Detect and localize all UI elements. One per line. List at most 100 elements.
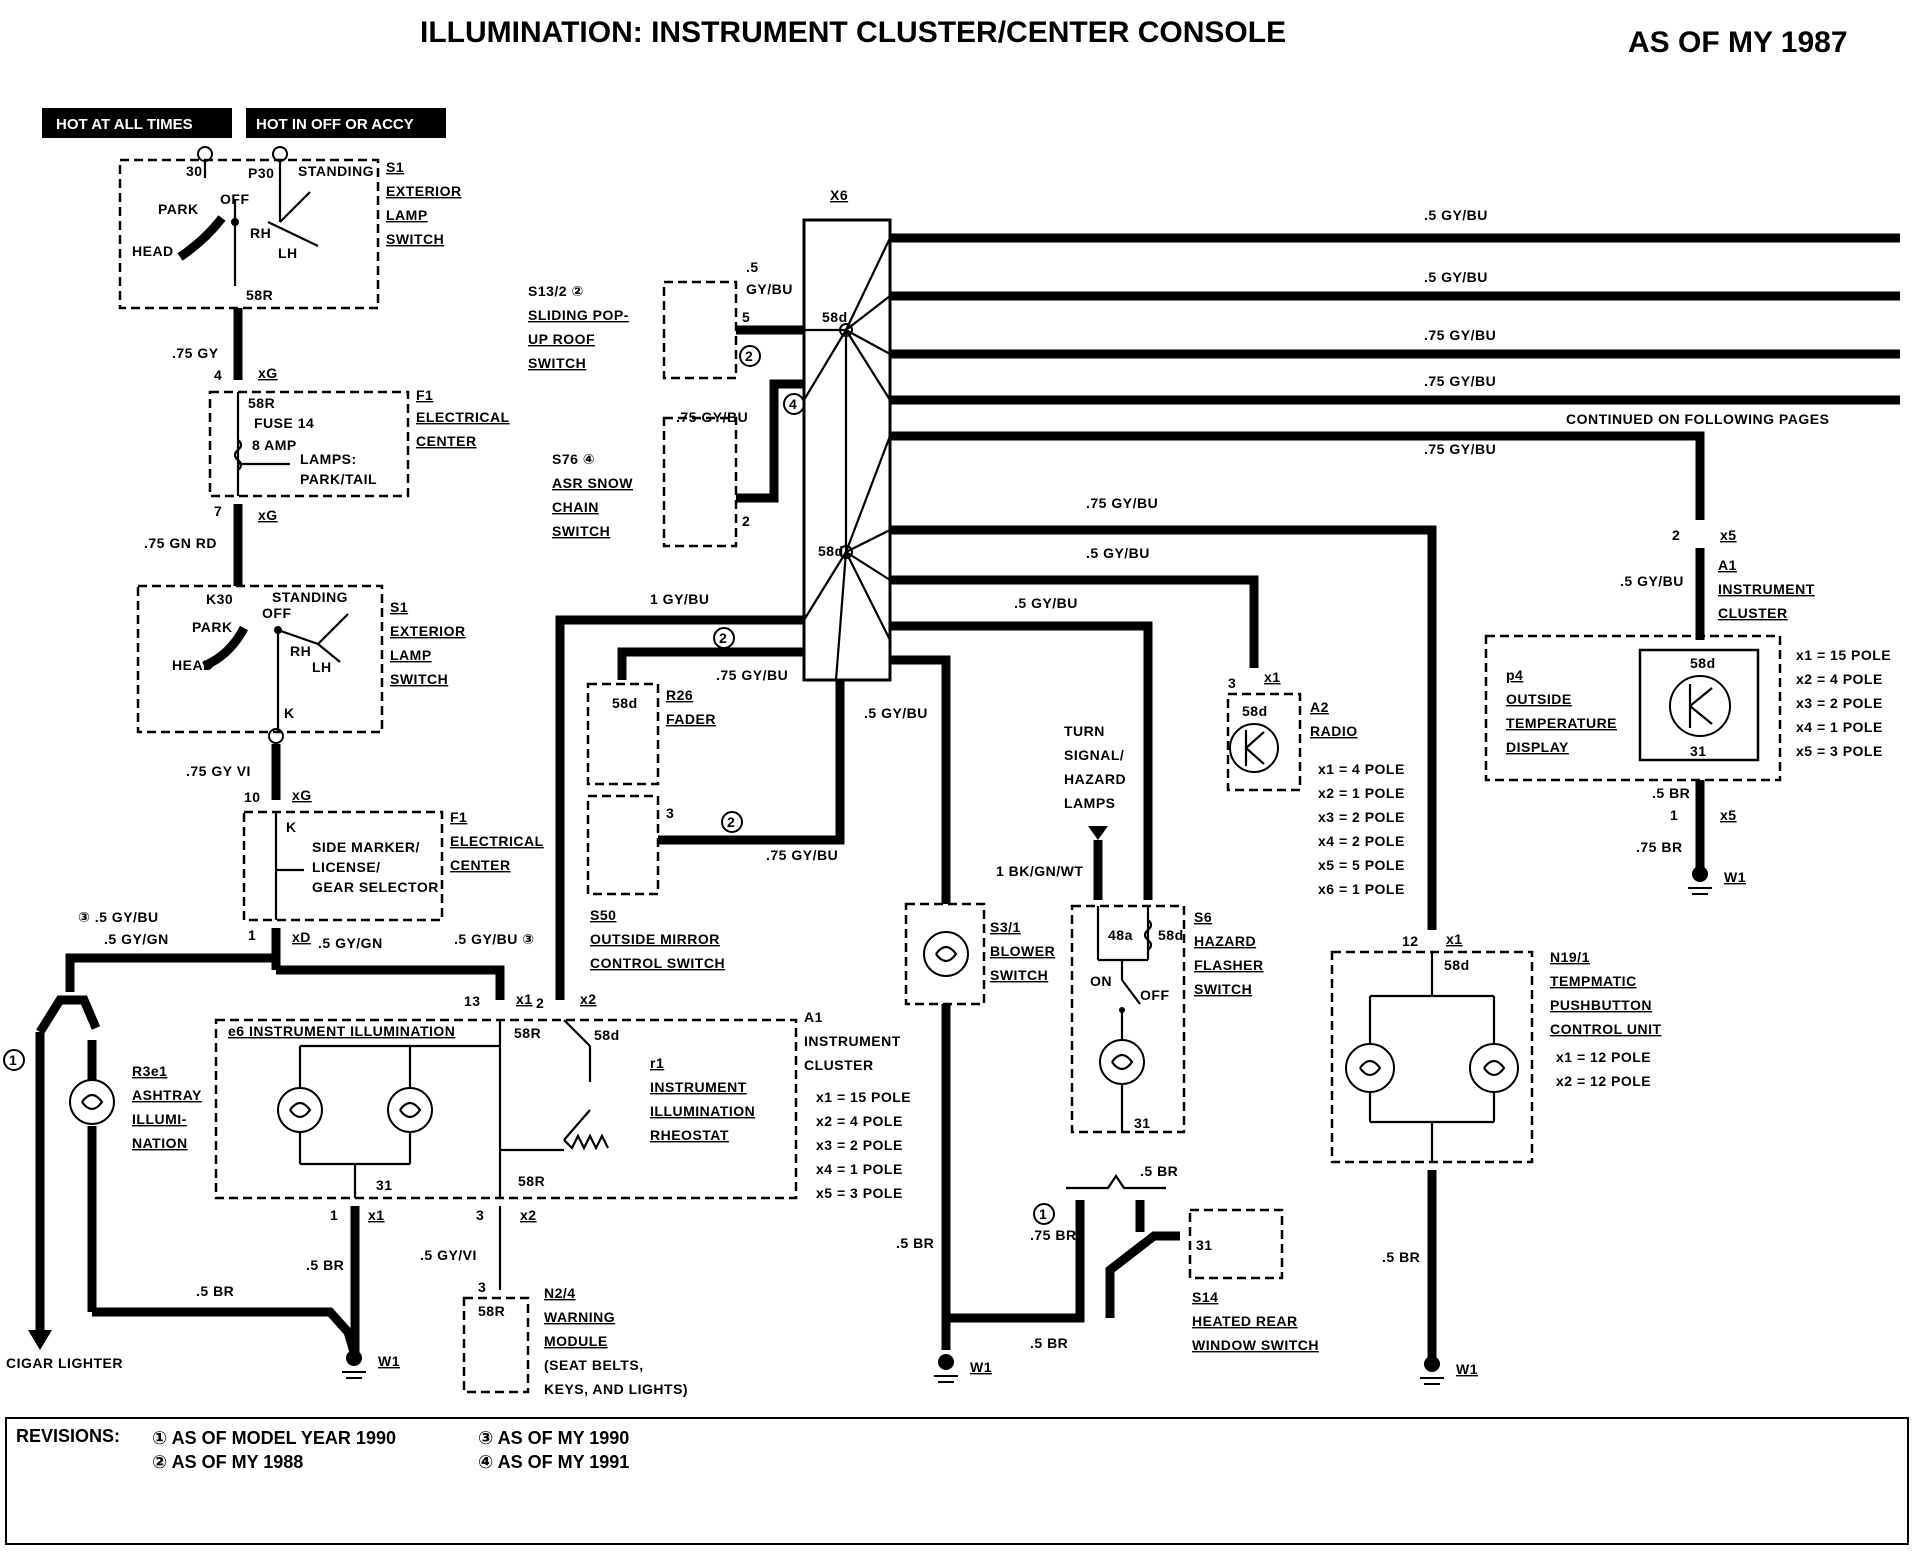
svg-text:RH: RH <box>290 643 311 659</box>
svg-text:SWITCH: SWITCH <box>990 967 1048 983</box>
svg-text:N19/1: N19/1 <box>1550 949 1590 965</box>
svg-text:CHAIN: CHAIN <box>552 499 599 515</box>
svg-text:58d: 58d <box>1242 703 1268 719</box>
svg-text:.75 GY/BU: .75 GY/BU <box>1424 441 1496 457</box>
svg-text:xD: xD <box>292 929 311 945</box>
svg-text:2: 2 <box>742 513 750 529</box>
svg-text:F1: F1 <box>450 809 467 825</box>
svg-text:3: 3 <box>1228 675 1236 691</box>
svg-text:3: 3 <box>478 1279 486 1295</box>
component-a2: 58d 3 x1 A2 RADIO x1 = 4 POLE x2 = 1 POL… <box>1226 669 1405 897</box>
svg-text:ELECTRICAL: ELECTRICAL <box>416 409 510 425</box>
svg-text:3: 3 <box>666 805 674 821</box>
revisions-heading: REVISIONS: <box>16 1426 120 1446</box>
svg-text:.75 GY/BU: .75 GY/BU <box>676 409 748 425</box>
svg-text:x4 = 1 POLE: x4 = 1 POLE <box>816 1161 903 1177</box>
svg-text:MODULE: MODULE <box>544 1333 608 1349</box>
svg-text:TEMPMATIC: TEMPMATIC <box>1550 973 1637 989</box>
svg-text:.75 BR: .75 BR <box>1030 1227 1077 1243</box>
svg-text:.75 GY/BU: .75 GY/BU <box>766 847 838 863</box>
svg-text:WARNING: WARNING <box>544 1309 615 1325</box>
svg-text:1: 1 <box>248 927 256 943</box>
svg-text:ON: ON <box>1090 973 1112 989</box>
svg-text:1: 1 <box>1039 1206 1047 1222</box>
svg-text:ILLUMINATION: ILLUMINATION <box>650 1103 755 1119</box>
svg-text:58R: 58R <box>248 395 275 411</box>
svg-text:.5 BR: .5 BR <box>1140 1163 1178 1179</box>
svg-text:OUTSIDE MIRROR: OUTSIDE MIRROR <box>590 931 720 947</box>
svg-text:x2 = 4 POLE: x2 = 4 POLE <box>816 1113 903 1129</box>
svg-text:58R: 58R <box>478 1303 505 1319</box>
svg-text:PARK/TAIL: PARK/TAIL <box>300 471 377 487</box>
svg-text:.75 GY/BU: .75 GY/BU <box>1424 327 1496 343</box>
svg-text:7: 7 <box>214 503 222 519</box>
svg-text:13: 13 <box>464 993 481 1009</box>
svg-text:.5 GY/VI: .5 GY/VI <box>420 1247 477 1263</box>
svg-text:FLASHER: FLASHER <box>1194 957 1264 973</box>
svg-text:P30: P30 <box>248 165 274 181</box>
svg-text:ILLUMI-: ILLUMI- <box>132 1111 187 1127</box>
svg-text:W1: W1 <box>1724 869 1746 885</box>
svg-text:58d: 58d <box>612 695 638 711</box>
svg-text:4: 4 <box>789 396 797 412</box>
svg-text:x1: x1 <box>516 991 533 1007</box>
svg-text:5: 5 <box>742 309 750 325</box>
svg-text:STANDING: STANDING <box>298 163 374 179</box>
svg-text:.5 BR: .5 BR <box>896 1235 934 1251</box>
svg-text:.5 GY/BU: .5 GY/BU <box>1014 595 1078 611</box>
svg-text:PUSHBUTTON: PUSHBUTTON <box>1550 997 1652 1013</box>
svg-text:58d: 58d <box>1444 957 1470 973</box>
ground-w1-center: W1 <box>934 1354 992 1383</box>
svg-text:x1: x1 <box>1446 931 1463 947</box>
ground-w1-far-right: W1 <box>1688 866 1746 895</box>
svg-text:x3 = 2 POLE: x3 = 2 POLE <box>1318 809 1405 825</box>
svg-text:31: 31 <box>376 1177 393 1193</box>
svg-text:EXTERIOR: EXTERIOR <box>386 183 462 199</box>
svg-text:x6 = 1 POLE: x6 = 1 POLE <box>1318 881 1405 897</box>
svg-text:CONTROL UNIT: CONTROL UNIT <box>1550 1021 1662 1037</box>
svg-text:CONTROL SWITCH: CONTROL SWITCH <box>590 955 725 971</box>
svg-text:1 GY/BU: 1 GY/BU <box>650 591 710 607</box>
svg-text:r1: r1 <box>650 1055 664 1071</box>
svg-text:FUSE 14: FUSE 14 <box>254 415 314 431</box>
hot-in-off-tag <box>246 108 446 138</box>
svg-text:31: 31 <box>1196 1237 1213 1253</box>
svg-text:KEYS, AND LIGHTS): KEYS, AND LIGHTS) <box>544 1381 688 1397</box>
svg-text:58R: 58R <box>246 287 273 303</box>
svg-text:.75 GY/BU: .75 GY/BU <box>716 667 788 683</box>
svg-text:TEMPERATURE: TEMPERATURE <box>1506 715 1617 731</box>
component-f1-fuse: 58R FUSE 14 8 AMP LAMPS: PARK/TAIL F1 EL… <box>208 387 510 498</box>
svg-text:BLOWER: BLOWER <box>990 943 1055 959</box>
component-f1-sidemarker: K SIDE MARKER/ LICENSE/ GEAR SELECTOR F1… <box>242 809 543 922</box>
svg-text:58R: 58R <box>518 1173 545 1189</box>
svg-text:.75 BR: .75 BR <box>1636 839 1683 855</box>
svg-text:x5 = 3 POLE: x5 = 3 POLE <box>816 1185 903 1201</box>
svg-text:A1: A1 <box>804 1009 823 1025</box>
svg-text:.5 GY/GN: .5 GY/GN <box>104 931 169 947</box>
svg-text:CIGAR LIGHTER: CIGAR LIGHTER <box>6 1355 123 1371</box>
revisions-box <box>5 1417 1909 1545</box>
svg-text:S3/1: S3/1 <box>990 919 1021 935</box>
svg-text:58d: 58d <box>1158 927 1184 943</box>
revision-2: ② AS OF MY 1988 <box>152 1452 303 1472</box>
svg-text:HAZARD: HAZARD <box>1194 933 1256 949</box>
svg-text:.5 GY/BU: .5 GY/BU <box>1620 573 1684 589</box>
svg-text:58d: 58d <box>594 1027 620 1043</box>
svg-text:CLUSTER: CLUSTER <box>1718 605 1788 621</box>
svg-text:OFF: OFF <box>1140 987 1170 1003</box>
svg-text:x2 = 4 POLE: x2 = 4 POLE <box>1796 671 1883 687</box>
svg-text:x5 = 3 POLE: x5 = 3 POLE <box>1796 743 1883 759</box>
svg-text:LAMPS: LAMPS <box>1064 795 1116 811</box>
svg-text:.75 GY VI: .75 GY VI <box>186 763 251 779</box>
svg-text:UP ROOF: UP ROOF <box>528 331 595 347</box>
svg-text:SLIDING POP-: SLIDING POP- <box>528 307 629 323</box>
svg-text:CLUSTER: CLUSTER <box>804 1057 874 1073</box>
svg-text:31: 31 <box>1690 743 1707 759</box>
svg-text:TURN: TURN <box>1064 723 1105 739</box>
svg-text:OFF: OFF <box>262 605 292 621</box>
svg-text:K: K <box>284 705 295 721</box>
svg-text:58d: 58d <box>1690 655 1716 671</box>
svg-text:x2 = 1 POLE: x2 = 1 POLE <box>1318 785 1405 801</box>
svg-text:x1 = 15 POLE: x1 = 15 POLE <box>1796 647 1891 663</box>
